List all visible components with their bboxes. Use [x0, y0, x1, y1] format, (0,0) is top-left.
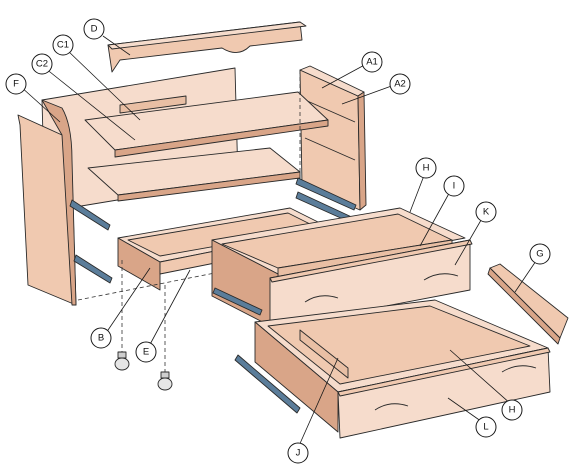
upper-drawer — [211, 207, 473, 331]
svg-text:D: D — [91, 24, 98, 35]
callout-d: D — [83, 18, 105, 40]
callout-i: I — [443, 175, 465, 197]
svg-text:B: B — [98, 333, 104, 344]
callout-a1: A1 — [361, 51, 383, 73]
callout-h-lower: H — [501, 399, 523, 421]
assembly-guide-lines — [77, 70, 301, 372]
top-rail-part-d — [107, 21, 307, 73]
svg-text:L: L — [483, 422, 488, 433]
svg-text:A1: A1 — [366, 57, 378, 68]
callout-g: G — [529, 243, 551, 265]
callout-k: K — [475, 201, 497, 223]
callout-c2: C2 — [31, 53, 53, 75]
svg-text:E: E — [143, 347, 149, 358]
caster-wheel-left — [114, 351, 130, 371]
svg-text:I: I — [453, 181, 456, 192]
svg-text:C1: C1 — [57, 40, 69, 51]
panel-g — [487, 263, 569, 345]
callout-c1: C1 — [52, 34, 74, 56]
callout-e: E — [135, 341, 157, 363]
callout-b: B — [90, 327, 112, 349]
svg-text:F: F — [13, 79, 19, 90]
shelf-c1 — [84, 91, 329, 158]
right-side-panel — [295, 65, 367, 225]
svg-text:J: J — [296, 448, 301, 459]
left-side-panel — [17, 99, 113, 306]
callout-j: J — [287, 442, 309, 464]
callout-h-upper: H — [415, 157, 437, 179]
callout-f: F — [5, 73, 27, 95]
svg-text:H: H — [423, 163, 430, 174]
lower-drawer — [234, 299, 551, 439]
svg-text:K: K — [483, 207, 490, 218]
svg-text:A2: A2 — [394, 79, 406, 90]
callout-l: L — [475, 416, 497, 438]
svg-text:C2: C2 — [36, 59, 48, 70]
callout-a2: A2 — [389, 73, 411, 95]
svg-text:G: G — [536, 249, 543, 260]
svg-text:H: H — [509, 405, 516, 416]
caster-wheel-right — [157, 371, 173, 391]
